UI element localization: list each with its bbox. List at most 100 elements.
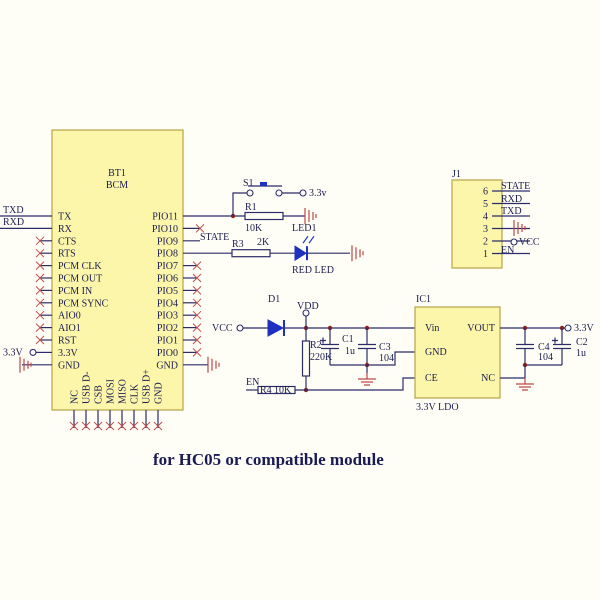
ground-icon — [513, 220, 526, 236]
bt1-pin-label: PIO2 — [157, 323, 178, 334]
label-red-led: RED LED — [292, 265, 334, 276]
net-label-rxd: RXD — [3, 217, 24, 228]
bt1-pin-label: PIO0 — [157, 348, 178, 359]
no-connect-x-icon — [192, 310, 202, 320]
no-connect-x-icon — [192, 286, 202, 295]
no-connect-x-icon — [117, 421, 127, 431]
bt1-pin-label: AIO1 — [58, 323, 81, 334]
bt1-ref: BT1 — [108, 168, 126, 179]
bt1-pin-label: PCM OUT — [58, 274, 102, 285]
bt1-pin-label: CSB — [94, 385, 105, 404]
no-connect-x-icon — [129, 421, 139, 431]
no-connect-x-icon — [35, 335, 45, 345]
polarity-plus-icon — [552, 337, 558, 344]
switch-s1-button — [260, 182, 267, 186]
bt1-pin-label: NC — [70, 390, 81, 404]
no-connect-x-icon — [35, 310, 45, 320]
ic1-body — [414, 306, 501, 399]
j1-net-rxd: RXD — [501, 194, 522, 205]
wire — [295, 377, 415, 391]
no-connect-x-icon — [141, 421, 151, 431]
capacitor-c2 — [553, 343, 571, 350]
j1-pin-number: 3 — [483, 224, 488, 235]
net-label-3v3: 3.3v — [309, 188, 327, 199]
label-c1-value: 1u — [345, 346, 355, 357]
no-connect-x-icon — [192, 348, 202, 357]
bt1-pin-label: PCM SYNC — [58, 298, 109, 309]
no-connect-x-icon — [192, 261, 202, 270]
ic1-pin-vin: Vin — [425, 323, 439, 334]
label-d1: D1 — [268, 294, 280, 305]
label-r3-value: 2K — [257, 237, 270, 248]
net-label-3v3-out: 3.3V — [574, 323, 595, 334]
no-connect-x-icon — [105, 421, 115, 431]
bt1-pin-label: PCM CLK — [58, 261, 102, 272]
label-c1: C1 — [342, 334, 354, 345]
bt1-pin-label: TX — [58, 212, 72, 223]
resistor-r3 — [231, 249, 271, 258]
j1-pin-number: 1 — [483, 249, 488, 260]
bt1-pin-label: USB D- — [82, 371, 93, 404]
bt1-pin-label: PIO6 — [157, 274, 178, 285]
no-connect-x-icon — [69, 421, 79, 431]
net-label-3v3: 3.3V — [3, 347, 24, 358]
bt1-pin-label: PIO1 — [157, 336, 178, 347]
bt1-pin-label: AIO0 — [58, 311, 81, 322]
bt1-pin-label: CLK — [130, 383, 141, 404]
polarity-plus-icon — [320, 337, 326, 344]
bt1-pin-label: MISO — [118, 379, 129, 404]
bt1-pin-label: PIO10 — [152, 224, 178, 235]
bt1-pin-label: MOSI — [106, 379, 117, 404]
no-connect-x-icon — [35, 323, 45, 332]
diode-d1-icon — [267, 319, 285, 337]
wire — [367, 351, 415, 366]
label-s1: S1 — [243, 178, 254, 189]
j1-pin-number: 2 — [483, 237, 488, 248]
j1-net-en: EN — [501, 245, 514, 256]
ic1-pin-ce: CE — [425, 373, 438, 384]
bt1-pin-label: 3.3V — [58, 348, 79, 359]
no-connect-x-icon — [35, 248, 45, 258]
bt1-pin-label: PIO9 — [157, 236, 178, 247]
terminal-circle — [29, 348, 37, 356]
bt1-pin-label: GND — [154, 382, 165, 404]
terminal-circle — [275, 189, 283, 197]
ic1-pin-nc: NC — [481, 373, 495, 384]
capacitor-c4 — [516, 343, 534, 350]
j1-net-txd: TXD — [501, 206, 522, 217]
bt1-name: BCM — [106, 180, 128, 191]
j1-connector-body — [451, 179, 503, 269]
caption: for HC05 or compatible module — [153, 450, 384, 469]
label-r1-value: 10K — [245, 223, 263, 234]
bt1-pin-label: GND — [58, 360, 80, 371]
label-r4-value: 10K — [274, 385, 292, 396]
no-connect-x-icon — [93, 421, 103, 431]
no-connect-x-icon — [35, 261, 45, 270]
label-r3: R3 — [232, 239, 244, 250]
terminal-circle — [302, 309, 310, 317]
resistor-r1 — [244, 211, 284, 221]
no-connect-x-icon — [192, 323, 202, 332]
label-c4-value: 104 — [538, 352, 553, 363]
ground-icon — [19, 356, 32, 373]
ground-icon — [351, 245, 364, 262]
ic1-pin-gnd: GND — [425, 347, 447, 358]
bt1-pin-label: PIO3 — [157, 311, 178, 322]
terminal-circle — [564, 324, 572, 332]
capacitor-c1 — [321, 343, 339, 350]
bt1-pin-label: GND — [156, 360, 178, 371]
no-connect-x-icon — [35, 273, 45, 283]
bt1-pin-label: PIO8 — [157, 249, 178, 260]
label-r4: R4 — [260, 385, 272, 396]
j1-net-vcc: VCC — [519, 237, 540, 248]
no-connect-x-icon — [35, 298, 45, 308]
label-r1: R1 — [245, 202, 257, 213]
net-label-vcc: VCC — [212, 323, 233, 334]
bt1-module-body — [51, 129, 184, 411]
label-c2-value: 1u — [576, 348, 586, 359]
label-c3: C3 — [379, 342, 391, 353]
capacitor-c3 — [358, 343, 376, 350]
no-connect-x-icon — [192, 335, 202, 345]
ic1-pin-vout: VOUT — [467, 323, 495, 334]
